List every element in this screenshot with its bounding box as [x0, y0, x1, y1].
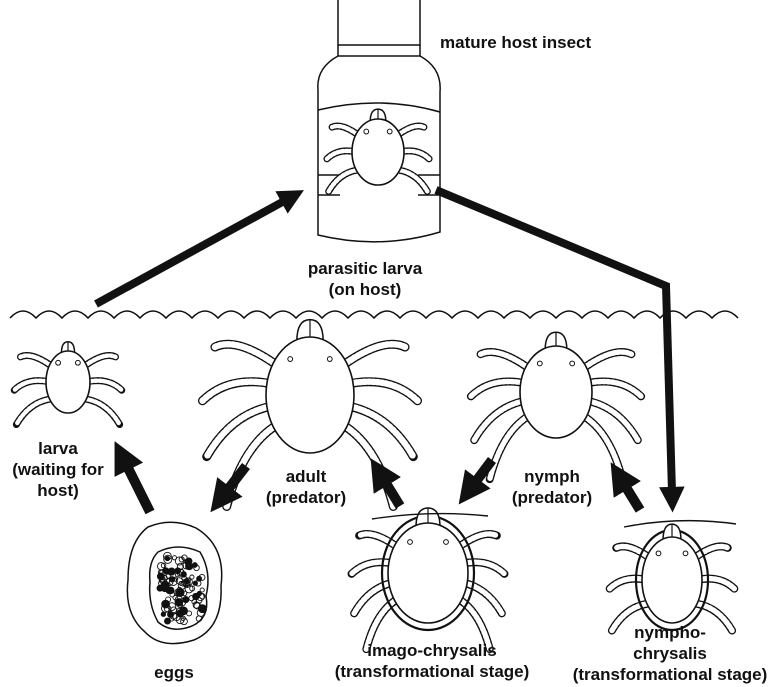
egg — [172, 556, 176, 560]
mite-body — [520, 346, 592, 438]
arrow-nympho-to-nymph — [624, 484, 640, 510]
parasitic-larva-label: parasitic larva (on host) — [290, 258, 440, 300]
nymph-illustration — [471, 332, 641, 479]
mite-body — [46, 351, 90, 413]
egg — [190, 575, 194, 579]
mite-body — [266, 337, 354, 453]
leg-segments — [481, 352, 527, 367]
arrow-larva-to-host — [96, 200, 286, 304]
leg-segments — [202, 382, 273, 401]
leg-segments — [586, 352, 632, 367]
arrow-eggs-to-larva — [126, 464, 150, 512]
mite-body — [388, 523, 468, 623]
egg — [167, 587, 174, 594]
arrow-imago-to-adult — [384, 480, 400, 506]
mite-body — [642, 537, 702, 623]
egg — [196, 616, 202, 622]
leg — [16, 399, 50, 425]
adult-label: adult (predator) — [256, 466, 356, 508]
larva-illustration — [14, 342, 122, 425]
imago-chrysalis-label: imago-chrysalis (transformational stage) — [322, 640, 542, 682]
leg-segments — [346, 382, 417, 401]
egg-cluster — [157, 552, 207, 624]
mite-body — [352, 119, 404, 185]
imago-chrysalis-illustration — [352, 508, 505, 649]
egg — [199, 605, 207, 613]
eggs-illustration — [127, 522, 221, 643]
mature-host-insect-label: mature host insect — [440, 32, 591, 53]
eggs-label: eggs — [144, 662, 204, 683]
egg — [177, 610, 183, 616]
water-surface-line — [10, 311, 738, 318]
nympho-chrysalis-label: nympho- chrysalis (transformational stag… — [560, 622, 780, 685]
parasitic-larva-illustration — [327, 109, 429, 191]
nympho-chrysalis-illustration — [610, 524, 735, 630]
leg — [86, 399, 120, 425]
nymph-label: nymph (predator) — [500, 466, 604, 508]
nympho-surface-line — [624, 521, 736, 527]
egg — [161, 612, 165, 616]
egg — [183, 597, 189, 603]
egg — [193, 593, 199, 599]
larva-label: larva (waiting for host) — [4, 438, 112, 501]
egg — [161, 582, 168, 589]
